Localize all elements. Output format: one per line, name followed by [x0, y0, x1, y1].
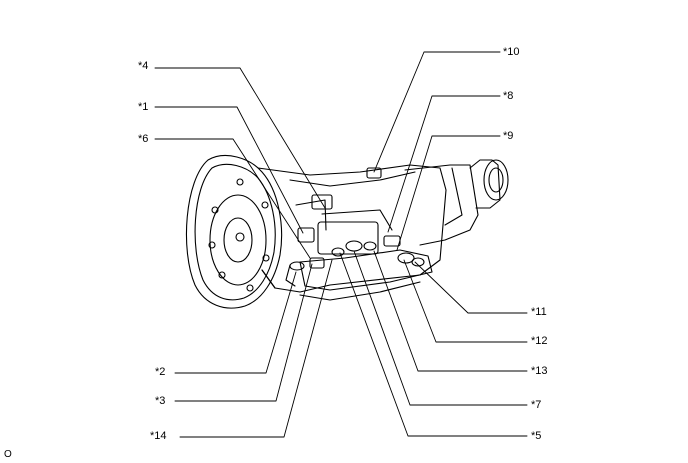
- callout-label: *2: [155, 366, 166, 378]
- callout-label: *13: [531, 365, 548, 377]
- callout-label: *7: [531, 399, 542, 411]
- callout-label: *11: [531, 306, 547, 318]
- corner-mark: O: [4, 449, 12, 460]
- callout-label: *8: [503, 90, 514, 102]
- extension-housing: [404, 159, 509, 246]
- callout-label: *9: [503, 130, 514, 142]
- callout-label: *4: [138, 60, 149, 72]
- callout-label: *1: [138, 101, 149, 113]
- callout-label: *12: [531, 335, 548, 347]
- oil-pan: [261, 235, 433, 291]
- callout-label: *5: [531, 430, 542, 442]
- leader-lines: [154, 51, 528, 438]
- callout-label: *14: [150, 430, 167, 442]
- callout-label: *10: [503, 46, 520, 58]
- callout-label: *3: [155, 395, 166, 407]
- callout-label: *6: [138, 133, 149, 145]
- bell-housing: [185, 155, 283, 309]
- transmission-case: [257, 164, 447, 301]
